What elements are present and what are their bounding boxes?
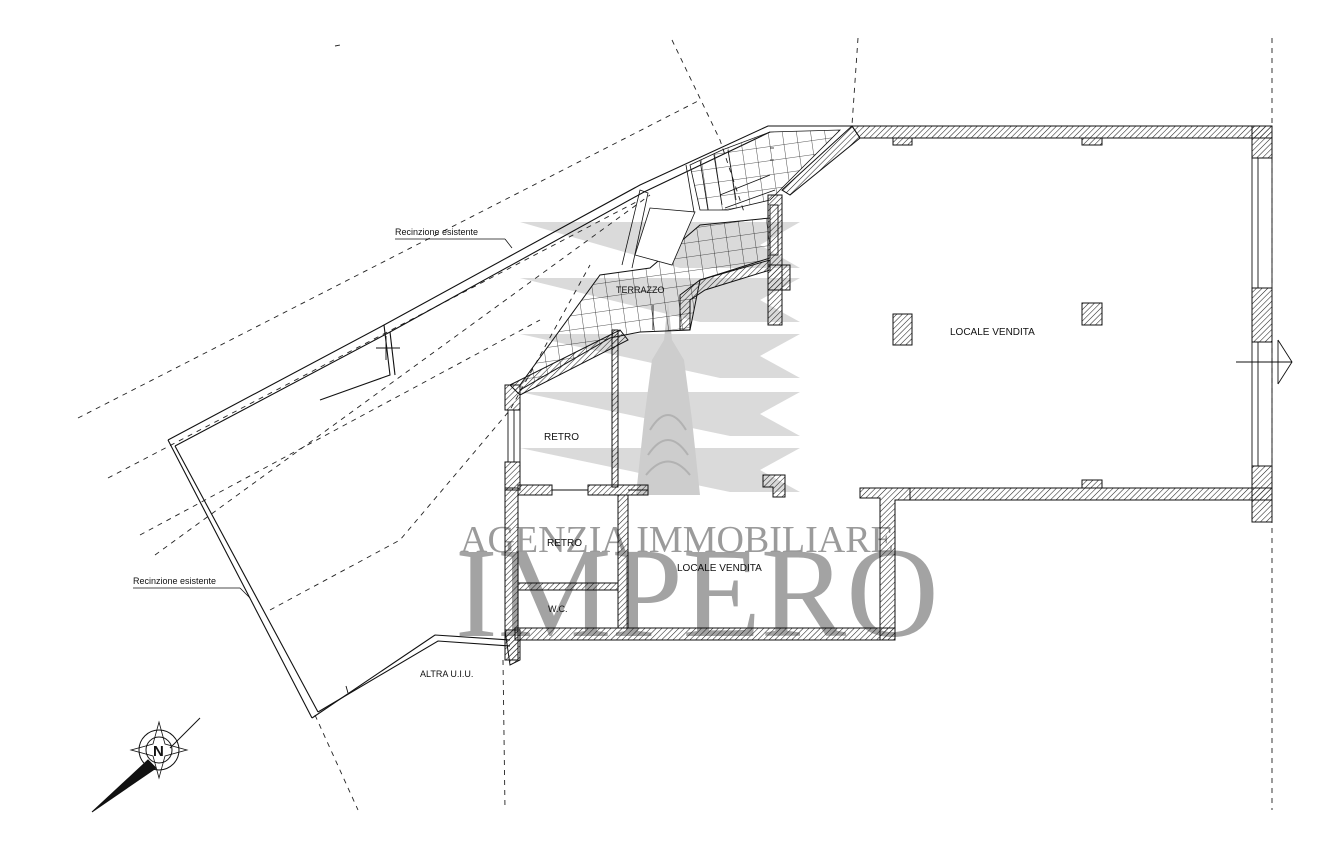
- label-retro-upper: RETRO: [544, 432, 579, 443]
- compass-inner-circle: [145, 736, 173, 764]
- room-labels: TERRAZZO LOCALE VENDITA RETRO RETRO LOCA…: [420, 285, 1035, 679]
- watermark-brand-name: IMPERO: [455, 522, 939, 664]
- compass-outer-circle: [138, 729, 180, 771]
- window-openings: [507, 157, 1273, 491]
- fence-markers: [345, 336, 400, 694]
- compass-north-letter: N: [153, 743, 164, 760]
- label-wc: W.C.: [548, 604, 568, 614]
- label-locale-vendita-lower: LOCALE VENDITA: [677, 563, 762, 574]
- label-altra-uiu: ALTRA U.I.U.: [420, 669, 473, 679]
- label-locale-vendita-main: LOCALE VENDITA: [950, 327, 1035, 338]
- label-recinzione-lower: Recinzione esistente: [133, 576, 216, 586]
- label-terrazzo: TERRAZZO: [616, 285, 665, 295]
- label-retro-lower: RETRO: [547, 538, 582, 549]
- label-recinzione-upper: Recinzione esistente: [395, 227, 478, 237]
- compass-needle: [91, 759, 157, 813]
- stairs: [621, 147, 776, 269]
- terrace-area: [519, 129, 841, 391]
- watermark-agency-name: AGENZIA IMMOBILIARE: [460, 519, 894, 561]
- building-walls: [504, 125, 1273, 666]
- door-marks: [652, 305, 1293, 385]
- compass-icon: N: [91, 717, 201, 813]
- fence-labels: Recinzione esistente Recinzione esistent…: [133, 227, 513, 599]
